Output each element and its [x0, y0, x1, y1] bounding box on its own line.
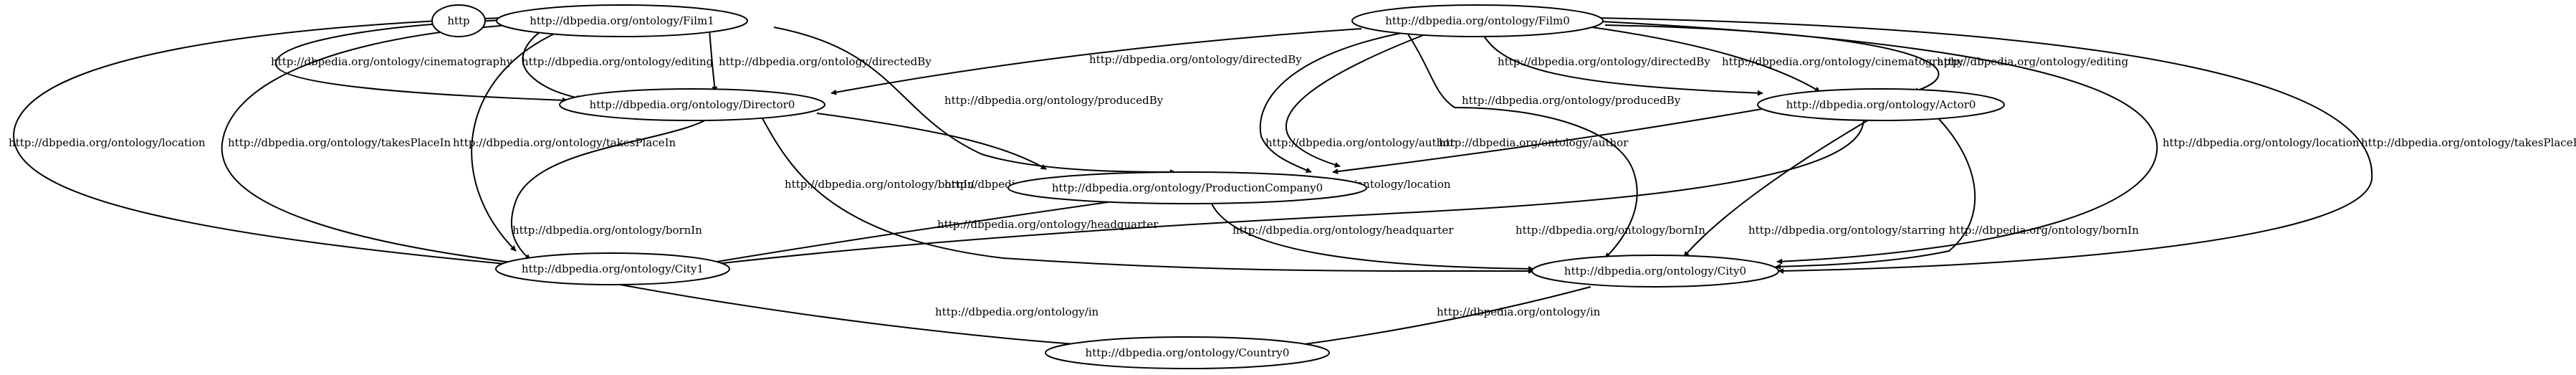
svg-text:http://dbpedia.org/ontology/Ci: http://dbpedia.org/ontology/City0 [1564, 265, 1746, 277]
edge-film0-city0-location: http://dbpedia.org/ontology/location [1601, 21, 2360, 265]
edge-film1-city0-takesplacein: http://dbpedia.org/ontology/takesPlaceIn [453, 28, 676, 252]
edge-film1-city1-takesplacein: http://dbpedia.org/ontology/takesPlaceIn [221, 24, 524, 267]
edge-city1-country0-in: http://dbpedia.org/ontology/in [616, 283, 1099, 348]
node-city0: http://dbpedia.org/ontology/City0 [1531, 255, 1779, 288]
edge-film0-actor0-directedby: http://dbpedia.org/ontology/directedBy [1479, 28, 1763, 96]
edge-label: http://dbpedia.org/ontology/in [1437, 305, 1601, 318]
node-country0: http://dbpedia.org/ontology/Country0 [1045, 336, 1330, 369]
edge-label: http://dbpedia.org/ontology/headquarter [937, 218, 1159, 231]
edge-label: http://dbpedia.org/ontology/cinematograp… [1722, 55, 1964, 68]
edge-label: http://dbpedia.org/ontology/directedBy [1089, 53, 1302, 66]
node-film0: http://dbpedia.org/ontology/Film0 [1351, 4, 1604, 37]
edge-film1-director0-editing: http://dbpedia.org/ontology/editing [522, 28, 714, 101]
node-city1: http://dbpedia.org/ontology/City1 [495, 252, 730, 285]
svg-text:http://dbpedia.org/ontology/Co: http://dbpedia.org/ontology/Country0 [1086, 346, 1290, 359]
svg-text:http://dbpedia.org/ontology/Pr: http://dbpedia.org/ontology/ProductionCo… [1052, 181, 1323, 194]
edge-label: http://dbpedia.org/ontology/author [1439, 136, 1629, 149]
edge-film0-city0-producedby: http://dbpedia.org/ontology/producedBy [1404, 28, 1681, 259]
edge-label: http://dbpedia.org/ontology/cinematograp… [271, 55, 513, 68]
edge-film1-city1-location: http://dbpedia.org/ontology/location [9, 17, 520, 268]
edge-label: http://dbpedia.org/ontology/bornIn [785, 178, 975, 191]
edge-film1-productioncompany0-producedby: http://dbpedia.org/ontology/producedBy [773, 27, 1176, 175]
edge-film0-city0-takesplacein: http://dbpedia.org/ontology/takesPlaceIn [1597, 17, 2576, 274]
svg-text:http://dbpedia.org/ontology/Ac: http://dbpedia.org/ontology/Actor0 [1786, 98, 1976, 111]
edge-film0-actor0-cinematography: http://dbpedia.org/ontology/cinematograp… [1576, 24, 1964, 92]
node-director0: http://dbpedia.org/ontology/Director0 [559, 88, 825, 121]
edge-label: http://dbpedia.org/ontology/takesPlaceIn [2361, 136, 2576, 149]
edge-label: http://dbpedia.org/ontology/headquarter [1232, 224, 1454, 237]
edge-actor0-city0-starring: http://dbpedia.org/ontology/starring [1683, 114, 1945, 257]
svg-text:http://dbpedia.org/ontology/Ci: http://dbpedia.org/ontology/City1 [522, 262, 704, 275]
edge-productioncompany0-city1-headquarter: http://dbpedia.org/ontology/headquarter [703, 200, 1159, 266]
edge-city0-country0-in: http://dbpedia.org/ontology/in [1282, 286, 1601, 350]
svg-text:http://dbpedia.org/ontology/Fi: http://dbpedia.org/ontology/Film0 [1385, 14, 1570, 27]
edge-film1-director0-directedby: http://dbpedia.org/ontology/directedBy [709, 28, 932, 92]
edge-director0-city1-bornin: http://dbpedia.org/ontology/bornIn [510, 113, 717, 260]
svg-text:http: http [447, 14, 469, 27]
edge-label: http://dbpedia.org/ontology/location [2163, 136, 2360, 149]
edge-film1-director0-cinematography: http://dbpedia.org/ontology/cinematograp… [271, 19, 568, 103]
edge-label: http://dbpedia.org/ontology/directedBy [719, 55, 932, 68]
node-productioncompany0: http://dbpedia.org/ontology/ProductionCo… [1007, 171, 1367, 204]
edge-label: http://dbpedia.org/ontology/directedBy [1498, 55, 1710, 68]
svg-text:http://dbpedia.org/ontology/Fi: http://dbpedia.org/ontology/Film1 [530, 14, 714, 27]
edge-film0-productioncompany0-author: http://dbpedia.org/ontology/author [1259, 28, 1455, 174]
edge-label: http://dbpedia.org/ontology/takesPlaceIn [228, 136, 451, 149]
edge-label: http://dbpedia.org/ontology/location [9, 136, 206, 149]
edge-actor0-productioncompany0-author: http://dbpedia.org/ontology/author [1332, 107, 1771, 175]
edge-actor0-city0-bornin: http://dbpedia.org/ontology/bornIn [1775, 114, 2139, 270]
svg-text:http://dbpedia.org/ontology/Di: http://dbpedia.org/ontology/Director0 [590, 98, 795, 111]
edge-label: http://dbpedia.org/ontology/in [935, 305, 1099, 318]
edge-label: http://dbpedia.org/ontology/bornIn [512, 224, 702, 237]
edge-director0-city0-bornin: http://dbpedia.org/ontology/bornIn [759, 113, 1534, 275]
edge-actor0-city1-bornin: http://dbpedia.org/ontology/bornIn [703, 114, 1864, 268]
edge-label: http://dbpedia.org/ontology/bornIn [1949, 224, 2139, 237]
edge-label: http://dbpedia.org/ontology/bornIn [1516, 224, 1705, 237]
edge-film0-director0-directedby: http://dbpedia.org/ontology/directedBy [830, 28, 1362, 95]
edge-label: http://dbpedia.org/ontology/starring [1748, 224, 1945, 237]
edge-label: http://dbpedia.org/ontology/author [1265, 136, 1455, 149]
edge-label: http://dbpedia.org/ontology/editing [1937, 55, 2129, 68]
node-film1: http://dbpedia.org/ontology/Film1 [496, 4, 748, 37]
node-actor0: http://dbpedia.org/ontology/Actor0 [1757, 88, 2005, 121]
edge-label: http://dbpedia.org/ontology/producedBy [944, 94, 1164, 107]
node-http: http [431, 4, 486, 37]
edge-label: http://dbpedia.org/ontology/editing [522, 55, 714, 68]
edge-label: http://dbpedia.org/ontology/producedBy [1462, 94, 1681, 107]
edge-label: http://dbpedia.org/ontology/takesPlaceIn [453, 136, 676, 149]
edge-productioncompany0-city0-headquarter: http://dbpedia.org/ontology/headquarter [1210, 201, 1534, 272]
